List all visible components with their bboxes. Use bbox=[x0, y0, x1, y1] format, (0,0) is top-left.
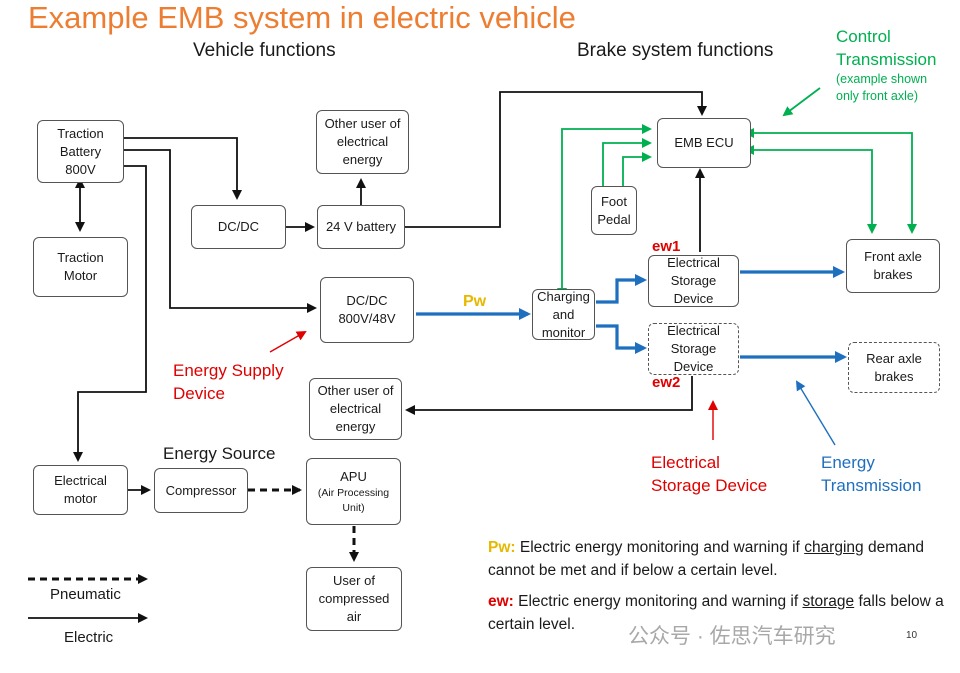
apu-label: APU bbox=[340, 468, 367, 484]
ew1-label: ew1 bbox=[652, 238, 681, 255]
note-pw-key: Pw: bbox=[488, 539, 516, 556]
brake-functions-heading: Brake system functions bbox=[577, 40, 774, 61]
transmission-callout-arrow bbox=[795, 380, 836, 446]
note-ew: ew: Electric energy monitoring and warni… bbox=[488, 590, 948, 636]
ctrl-charging-ecu bbox=[557, 124, 652, 298]
note-ew-underline: storage bbox=[802, 593, 855, 610]
electrical-storage-device-label: Electrical Storage Device bbox=[651, 453, 768, 495]
traction-battery-box: Traction Battery 800V bbox=[37, 120, 124, 183]
note-ew-key: ew: bbox=[488, 593, 514, 610]
energy-charging-storage2 bbox=[596, 324, 647, 354]
emb-ecu-box: EMB ECU bbox=[657, 118, 751, 168]
control-transmission-note: (example shown only front axle) bbox=[836, 72, 928, 103]
front-axle-brakes-box: Front axle brakes bbox=[846, 239, 940, 293]
energy-source-label: Energy Source bbox=[163, 444, 276, 463]
watermark-text: 公众号 · 佐思汽车研究 bbox=[628, 625, 836, 648]
note-pw-underline: charging bbox=[804, 539, 864, 556]
wire-battery-motor bbox=[73, 165, 147, 462]
vehicle-functions-heading: Vehicle functions bbox=[193, 40, 336, 61]
apu-sub-label: (Air Processing Unit) bbox=[317, 486, 390, 514]
rear-axle-brakes-box: Rear axle brakes bbox=[848, 342, 940, 393]
other-user-mid-box: Other user of electrical energy bbox=[309, 378, 402, 440]
storage-device-2-box: Electrical Storage Device bbox=[648, 323, 739, 375]
wire-battery-dcdc bbox=[124, 137, 242, 200]
ctrl-ecu-front-1 bbox=[744, 128, 917, 234]
legend-pneumatic-label: Pneumatic bbox=[50, 586, 121, 603]
page-title: Example EMB system in electric vehicle bbox=[28, 0, 576, 35]
storage-device-1-box: Electrical Storage Device bbox=[648, 255, 739, 307]
apu-box: APU (Air Processing Unit) bbox=[306, 458, 401, 525]
other-user-top-box: Other user of electrical energy bbox=[316, 110, 409, 174]
note-ew-text-b: falls below a certain level. bbox=[488, 593, 944, 633]
pw-label: Pw bbox=[463, 293, 487, 310]
energy-transmission-label: Energy Transmission bbox=[821, 453, 922, 495]
energy-supply-device-label: Energy Supply Device bbox=[173, 361, 284, 403]
ctrl-pedal-ecu-2 bbox=[622, 152, 652, 186]
traction-motor-box: Traction Motor bbox=[33, 237, 128, 297]
dcdc-48v-box: DC/DC 800V/48V bbox=[320, 277, 414, 343]
electrical-motor-box: Electrical motor bbox=[33, 465, 128, 515]
page-number: 10 bbox=[906, 630, 918, 641]
note-ew-text-a: Electric energy monitoring and warning i… bbox=[513, 593, 803, 610]
dcdc-box: DC/DC bbox=[191, 205, 286, 249]
foot-pedal-box: Foot Pedal bbox=[591, 186, 637, 235]
user-compressed-air-box: User of compressed air bbox=[306, 567, 402, 631]
wire-storage-otheruser bbox=[405, 376, 693, 415]
ew2-label: ew2 bbox=[652, 374, 681, 391]
note-pw: Pw: Electric energy monitoring and warni… bbox=[488, 536, 948, 582]
charging-monitor-box: Charging and monitor bbox=[532, 289, 595, 340]
battery-24v-box: 24 V battery bbox=[317, 205, 405, 249]
wire-battery-dcdc48 bbox=[124, 149, 317, 313]
control-callout-arrow bbox=[782, 87, 821, 117]
energy-charging-storage1 bbox=[596, 274, 647, 304]
wire-24v-ecu bbox=[405, 91, 707, 228]
ctrl-pedal-ecu-1 bbox=[602, 138, 652, 186]
ctrl-ecu-front-2 bbox=[744, 145, 877, 234]
note-pw-text-a: Electric energy monitoring and warning i… bbox=[515, 539, 805, 556]
legend-electric-label: Electric bbox=[64, 629, 114, 646]
compressor-box: Compressor bbox=[154, 468, 248, 513]
note-pw-text-b: demand cannot be met and if below a cert… bbox=[488, 539, 924, 579]
control-transmission-label: Control Transmission bbox=[836, 27, 937, 69]
supply-callout-arrow bbox=[269, 331, 307, 353]
